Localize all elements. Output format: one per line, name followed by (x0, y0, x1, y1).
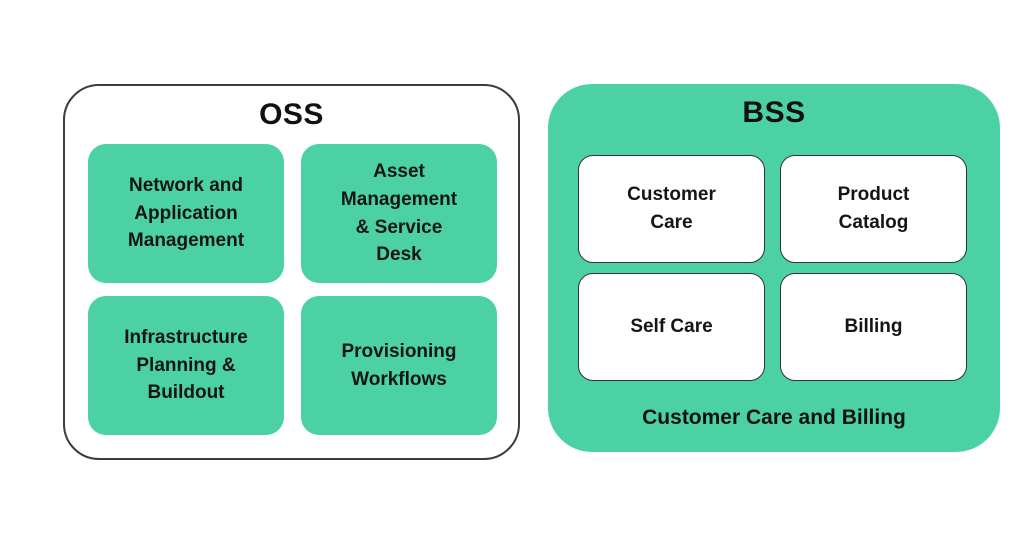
oss-panel: OSS Network and Application Management A… (63, 84, 520, 460)
oss-box-network-and-application-management: Network and Application Management (88, 144, 284, 283)
oss-box-infrastructure-planning-buildout: Infrastructure Planning & Buildout (88, 296, 284, 435)
bss-box-product-catalog: Product Catalog (780, 155, 967, 263)
bss-title: BSS (742, 96, 806, 129)
bss-grid: Customer Care Product Catalog Self Care … (578, 155, 967, 381)
bss-caption: Customer Care and Billing (642, 406, 906, 429)
bss-panel: BSS Customer Care Product Catalog Self C… (548, 84, 1000, 452)
bss-box-customer-care: Customer Care (578, 155, 765, 263)
bss-box-billing: Billing (780, 273, 967, 381)
bss-box-self-care: Self Care (578, 273, 765, 381)
oss-title: OSS (259, 98, 324, 131)
oss-box-provisioning-workflows: Provisioning Workflows (301, 296, 497, 435)
oss-grid: Network and Application Management Asset… (88, 144, 497, 435)
oss-box-asset-management-service-desk: Asset Management & Service Desk (301, 144, 497, 283)
